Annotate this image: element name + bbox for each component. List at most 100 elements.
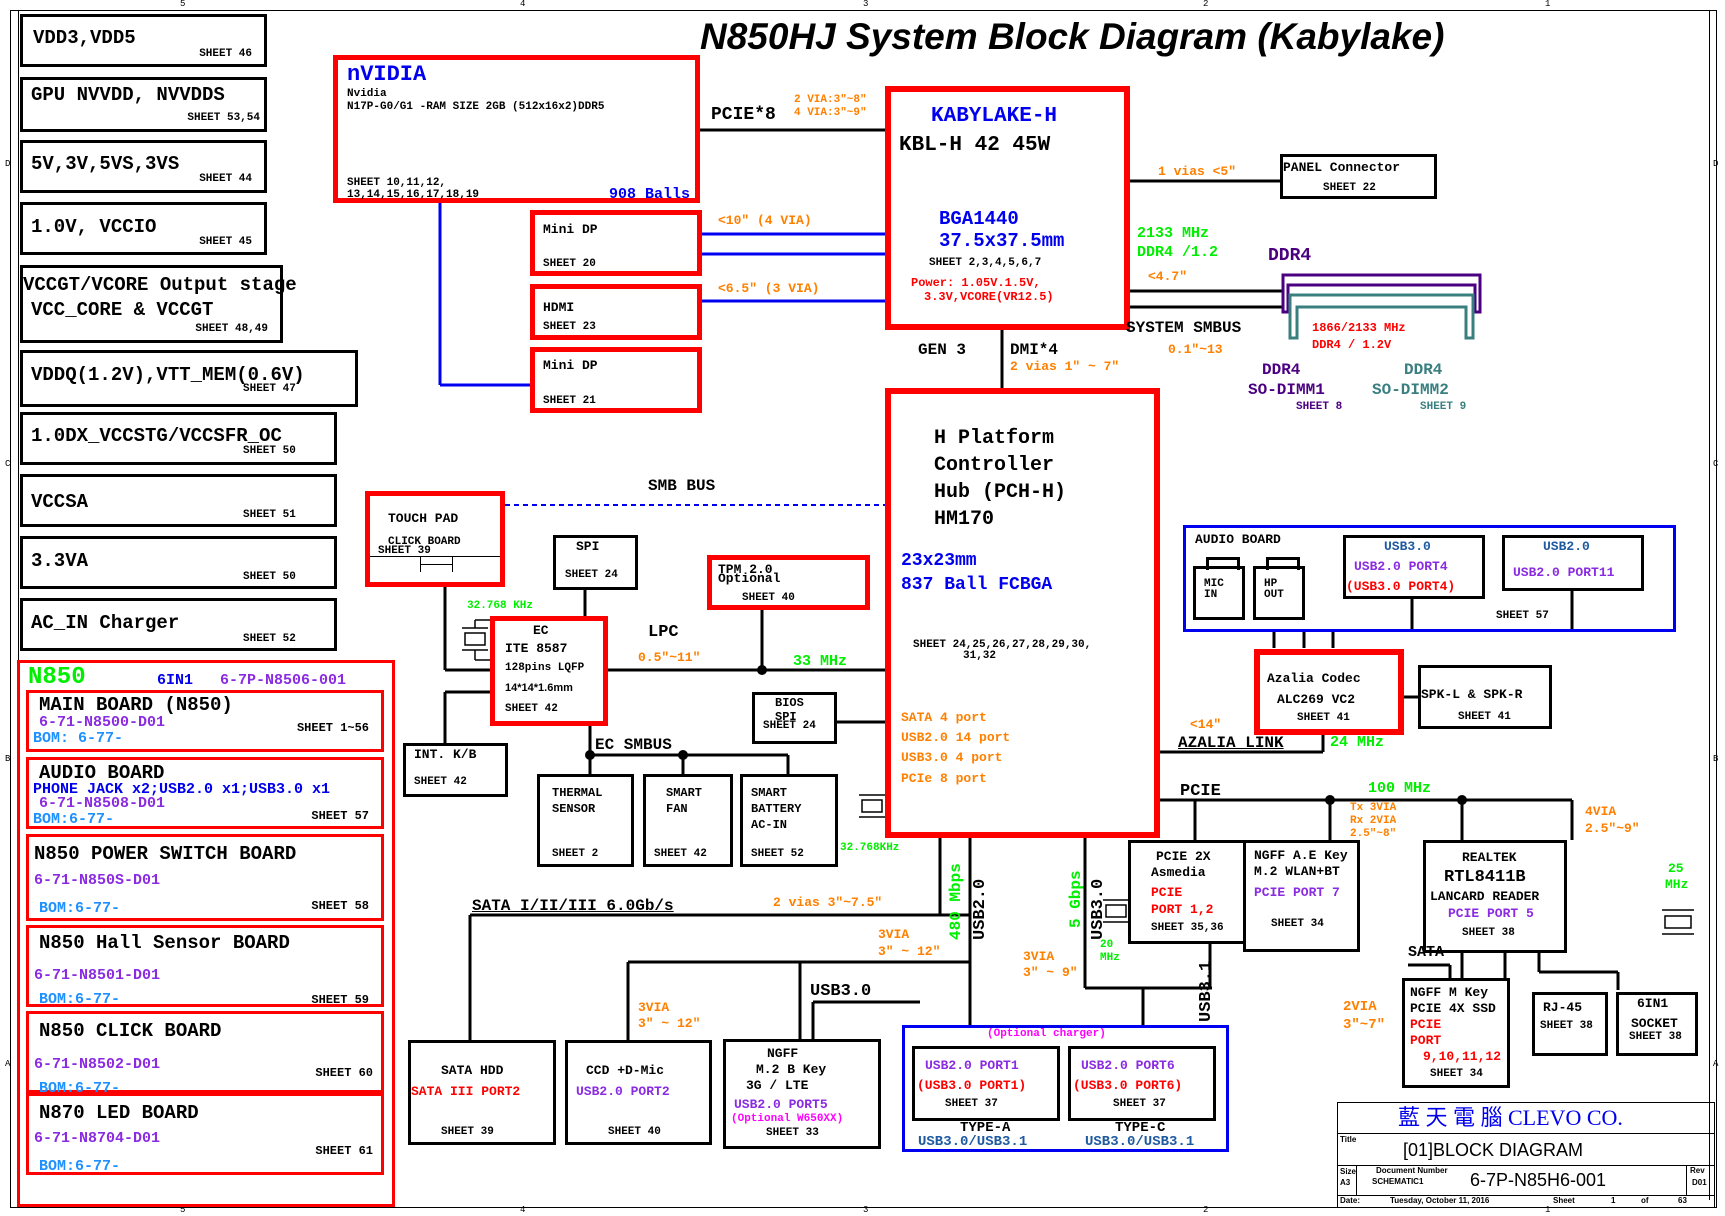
sheet-ref: SHEET 1~56	[296, 721, 369, 735]
panel-connector[interactable]: PANEL Connector SHEET 22	[1280, 154, 1437, 199]
so-dimm2[interactable]: DDR4 SO-DIMM2 SHEET 9	[1372, 362, 1482, 413]
sheet-ref: SHEET 40	[742, 592, 795, 604]
sheet-ref: SHEET 38	[1462, 927, 1515, 939]
6in1-socket-block[interactable]: 6IN1 SOCKET SHEET 38	[1616, 992, 1698, 1056]
power-block-vdd3-vdd5[interactable]: VDD3,VDD5 SHEET 46	[20, 14, 267, 67]
ssd-line3: PCIE	[1410, 1017, 1442, 1032]
usb-type-c-port[interactable]: USB2.0 PORT6 (USB3.0 PORT6) SHEET 37	[1068, 1046, 1216, 1121]
power-block-ac-in[interactable]: AC_IN Charger SHEET 52	[20, 598, 337, 651]
size-label: Size	[1340, 1167, 1357, 1176]
audio-board-panel: AUDIO BOARD SHEET 57	[1183, 525, 1676, 632]
rj45-block[interactable]: RJ-45 SHEET 38	[1532, 992, 1608, 1056]
ssd-ports: 9,10,11,12	[1423, 1049, 1502, 1064]
gpu-block[interactable]: nVIDIA Nvidia N17P-G0/G1 -RAM SIZE 2GB (…	[333, 55, 700, 203]
fan-label-2: FAN	[666, 802, 688, 816]
cpu-block[interactable]: KABYLAKE-H KBL-H 42 45W BGA1440 37.5x37.…	[885, 86, 1130, 330]
ec-block[interactable]: EC ITE 8587 128pins LQFP 14*14*1.6mm SHE…	[490, 616, 608, 726]
tpm-optional: Optional	[718, 571, 781, 586]
power-block-vddq[interactable]: VDDQ(1.2V),VTT_MEM(0.6V) SHEET 47	[20, 350, 358, 407]
board-main[interactable]: MAIN BOARD (N850) 6-71-N8500-D01 BOM: 6-…	[26, 690, 384, 752]
ngff-ae-key-block[interactable]: NGFF A.E Key M.2 WLAN+BT PCIE PORT 7 SHE…	[1243, 840, 1360, 952]
ngff-b-key-block[interactable]: NGFF M.2 B Key 3G / LTE USB2.0 PORT5 (Op…	[723, 1039, 881, 1149]
zone-label: B	[1713, 754, 1719, 764]
title-label: Title	[1340, 1135, 1357, 1144]
panel-label: PANEL Connector	[1283, 160, 1401, 175]
dmi-label: DMI*4	[1010, 341, 1059, 359]
ddr-trace: <4.7"	[1148, 269, 1188, 284]
hdmi-block[interactable]: HDMI SHEET 23	[530, 284, 702, 340]
via-3-12b-label: 3VIA	[638, 1000, 670, 1015]
dimm-type: DDR4	[1262, 361, 1301, 379]
board-pn: 6-71-N8502-D01	[34, 1056, 161, 1073]
smart-battery-block[interactable]: SMART BATTERY AC-IN SHEET 52	[740, 774, 838, 867]
realtek-vendor: REALTEK	[1462, 850, 1517, 865]
power-block-gpu[interactable]: GPU NVVDD, NVVDDS SHEET 53,54	[20, 77, 267, 132]
so-dimm1[interactable]: DDR4 SO-DIMM1 SHEET 8	[1248, 361, 1358, 413]
sheet-ref: SHEET 2,3,4,5,6,7	[929, 257, 1042, 269]
ngffb-line1: NGFF	[767, 1046, 799, 1061]
power-block-5v3v[interactable]: 5V,3V,5VS,3VS SHEET 44	[20, 140, 267, 193]
board-title: N850 Hall Sensor BOARD	[39, 932, 290, 954]
dmi-trace: 2 vias 1" ~ 7"	[1010, 359, 1120, 374]
keyboard-block[interactable]: INT. K/B SHEET 42	[403, 743, 508, 797]
power-block-vccsa[interactable]: VCCSA SHEET 51	[20, 474, 337, 527]
board-led[interactable]: N870 LED BOARD 6-71-N8704-D01 BOM:6-77- …	[26, 1093, 384, 1175]
thermal-label-2: SENSOR	[552, 802, 596, 816]
sheet-ref: SHEET 8	[1296, 401, 1343, 413]
asmedia-block[interactable]: PCIE 2X Asmedia PCIE PORT 1,2 SHEET 35,3…	[1128, 840, 1248, 944]
board-bom: BOM:6-77-	[39, 1080, 121, 1097]
battery-label-3: AC-IN	[751, 818, 788, 832]
power-block-vccio[interactable]: 1.0V, VCCIO SHEET 45	[20, 202, 267, 255]
gpu-desc: N17P-G0/G1 -RAM SIZE 2GB (512x16x2)DDR5	[347, 101, 605, 113]
cpu-title: KABYLAKE-H	[931, 105, 1058, 128]
smart-fan-block[interactable]: SMART FAN SHEET 42	[643, 774, 733, 867]
board-title: AUDIO BOARD	[39, 762, 165, 784]
minidp2-block[interactable]: Mini DP SHEET 21	[530, 347, 702, 413]
ngffb-line2: M.2 B Key	[756, 1062, 827, 1077]
audio-usb2-port[interactable]: USB2.0 USB2.0 PORT11	[1502, 535, 1644, 591]
audio-codec-block[interactable]: Azalia Codec ALC269 VC2 SHEET 41	[1254, 649, 1404, 735]
ccd-block[interactable]: CCD +D-Mic USB2.0 PORT2 SHEET 40	[565, 1040, 712, 1145]
usb31-label: USB3.1	[1197, 960, 1216, 1022]
board-bom: BOM:6-77-	[39, 991, 121, 1008]
sata-hdd-block[interactable]: SATA HDD SATA III PORT2 SHEET 39	[408, 1040, 556, 1145]
hp-out-jack[interactable]: HP OUT	[1253, 557, 1305, 620]
zone-label: 2	[1203, 0, 1209, 9]
bios-spi-block[interactable]: BIOS SPI SHEET 24	[752, 692, 837, 744]
realtek-block[interactable]: REALTEK RTL8411B LANCARD READER PCIE POR…	[1423, 840, 1567, 953]
gpu-balls: 908 Balls	[608, 186, 690, 203]
thermal-sensor-block[interactable]: THERMAL SENSOR SHEET 2	[537, 774, 634, 867]
usb-type-a-port[interactable]: USB2.0 PORT1 (USB3.0 PORT1) SHEET 37	[912, 1046, 1060, 1121]
mic-in-jack[interactable]: MIC IN	[1193, 557, 1245, 620]
zone-label: D	[1713, 159, 1719, 169]
board-hall-sensor[interactable]: N850 Hall Sensor BOARD 6-71-N8501-D01 BO…	[26, 925, 384, 1007]
speaker-block[interactable]: SPK-L & SPK-R SHEET 41	[1418, 665, 1552, 729]
sheet-ref: SHEET 46	[199, 48, 252, 60]
pch-block[interactable]: H Platform Controller Hub (PCH-H) HM170 …	[885, 388, 1160, 838]
sheet-ref: SHEET 23	[543, 321, 596, 333]
sheet-total: 63	[1678, 1196, 1687, 1205]
board-click[interactable]: N850 CLICK BOARD 6-71-N8502-D01 BOM:6-77…	[26, 1011, 384, 1097]
tpm-block[interactable]: TPM 2.0 Optional SHEET 40	[707, 555, 870, 610]
spi-block[interactable]: SPI SHEET 24	[553, 535, 638, 590]
sheet-ref: SHEET 41	[1297, 712, 1350, 724]
audio-usb3-port[interactable]: USB3.0 USB2.0 PORT4 (USB3.0 PORT4)	[1343, 535, 1485, 599]
board-title: MAIN BOARD (N850)	[39, 694, 233, 716]
sheet-ref: SHEET 20	[543, 258, 596, 270]
power-block-3v3a[interactable]: 3.3VA SHEET 50	[20, 536, 337, 589]
realtek-crystal-unit: MHz	[1665, 877, 1689, 892]
socket-label: SOCKET	[1631, 1016, 1678, 1031]
power-block-vccstg[interactable]: 1.0DX_VCCSTG/VCCSFR_OC SHEET 50	[20, 412, 337, 465]
board-audio[interactable]: AUDIO BOARD PHONE JACK x2;USB2.0 x1;USB3…	[26, 757, 384, 829]
ddr-header: DDR4	[1268, 246, 1312, 266]
board-bom: BOM:6-77-	[39, 900, 121, 917]
ddr-voltage: DDR4 / 1.2V	[1312, 338, 1392, 352]
minidp1-block[interactable]: Mini DP SHEET 20	[530, 210, 702, 276]
board-pn: 6-71-N850S-D01	[34, 872, 161, 889]
board-power-switch[interactable]: N850 POWER SWITCH BOARD 6-71-N850S-D01 B…	[26, 834, 384, 921]
power-label: 5V,3V,5VS,3VS	[31, 153, 180, 175]
boards-header: N850	[28, 664, 86, 691]
power-block-vcore[interactable]: VCCGT/VCORE Output stage VCC_CORE & VCCG…	[20, 265, 297, 343]
ngff-m-key-ssd-block[interactable]: NGFF M Key PCIE 4X SSD PCIE PORT 9,10,11…	[1402, 978, 1510, 1088]
touchpad-block[interactable]: TOUCH PAD CLICK BOARD SHEET 39	[365, 491, 505, 587]
